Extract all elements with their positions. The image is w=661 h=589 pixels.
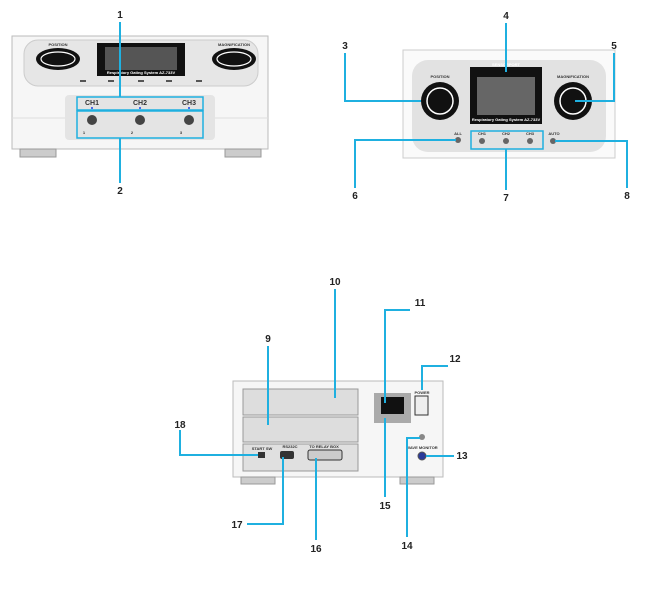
ch2-button[interactable] — [503, 138, 509, 144]
callout-2: 2 — [117, 186, 123, 197]
position-knob[interactable] — [36, 48, 80, 70]
callout-5: 5 — [611, 41, 617, 52]
magnification-knob[interactable] — [212, 48, 256, 70]
all-button[interactable] — [455, 137, 461, 143]
detail-position-label: POSITION — [430, 74, 449, 79]
ch2-btn-label: CH2 — [502, 131, 511, 136]
ch1-button[interactable] — [479, 138, 485, 144]
port-label: RS232C — [282, 444, 297, 449]
detail-model-text: Respiratory Gating System AZ-733V — [472, 117, 541, 122]
callout-lines — [119, 22, 628, 540]
ch1-number: 1 — [83, 130, 86, 135]
ch2-number: 2 — [131, 130, 134, 135]
rear-view: RS232C START SW TO RELAY BOX POWER WAVE … — [232, 380, 444, 485]
callout-1: 1 — [117, 10, 123, 21]
callout-6: 6 — [352, 191, 358, 202]
relay-label: TO RELAY BOX — [309, 444, 339, 449]
ch2-label: CH2 — [133, 100, 147, 107]
ch1-btn-label: CH1 — [478, 131, 487, 136]
callout-9: 9 — [265, 334, 271, 345]
callout-10: 10 — [329, 277, 341, 288]
callout-4: 4 — [503, 11, 509, 22]
model-text: Respiratory Gating System AZ-733V — [107, 70, 176, 75]
callout-12: 12 — [449, 354, 461, 365]
relay-box-port[interactable] — [307, 449, 343, 461]
callout-7: 7 — [503, 193, 509, 204]
power-label: POWER — [414, 390, 429, 395]
callout-17: 17 — [231, 520, 243, 531]
callout-3: 3 — [342, 41, 348, 52]
detail-position-knob[interactable] — [421, 82, 459, 120]
switch-label: START SW — [252, 446, 273, 451]
detail-magnification-label: MAGNIFICATION — [557, 74, 589, 79]
ch1-label: CH1 — [85, 100, 99, 107]
all-label: ALL — [454, 131, 462, 136]
callout-8: 8 — [624, 191, 630, 202]
ch3-label: CH3 — [182, 100, 196, 107]
front-buttons[interactable] — [80, 80, 202, 82]
wave-monitor-label: WAVE MONITOR — [406, 445, 438, 450]
auto-label: AUTO — [548, 131, 559, 136]
ch3-btn-label: CH3 — [526, 131, 535, 136]
callout-14: 14 — [401, 541, 413, 552]
ch3-button[interactable] — [527, 138, 533, 144]
power-switch[interactable] — [414, 395, 429, 416]
magnification-label: MAGNIFICATION — [218, 42, 250, 47]
auto-button[interactable] — [550, 138, 556, 144]
wave-monitor-port[interactable] — [417, 451, 427, 461]
position-label: POSITION — [48, 42, 67, 47]
sensor-connectors[interactable] — [87, 115, 194, 125]
callout-numbers: 1 2 3 4 5 6 7 8 9 10 11 12 13 14 15 16 1… — [117, 10, 630, 555]
callout-11: 11 — [415, 298, 426, 309]
callout-15: 15 — [379, 501, 391, 512]
front-panel-detail: SENSORPORT Respiratory Gating System AZ-… — [402, 49, 616, 159]
callout-18: 18 — [174, 420, 186, 431]
front-view-full: Respiratory Gating System AZ-733V POSITI… — [11, 35, 269, 158]
ch3-number: 3 — [180, 130, 183, 135]
ground-terminal — [419, 434, 425, 440]
start-switch-port[interactable] — [258, 452, 265, 458]
callout-13: 13 — [456, 451, 468, 462]
callout-16: 16 — [310, 544, 322, 555]
power-inlet[interactable] — [381, 397, 404, 414]
